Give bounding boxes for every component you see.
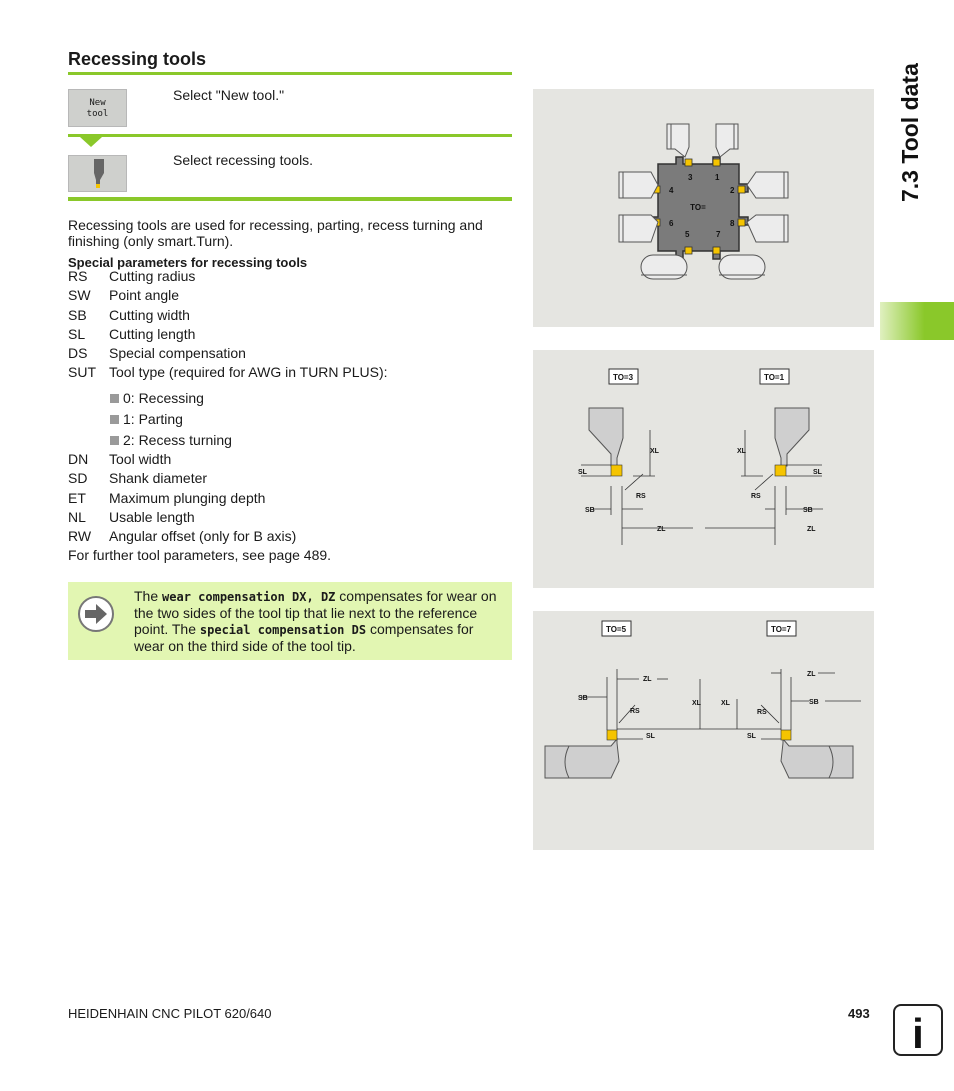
tag-to3: TO=3 xyxy=(613,373,634,382)
diagram-recessing-to3-to1: TO=3 TO=1 SL XL RS SB ZL xyxy=(533,350,874,588)
diagram-tool-orientation: TO= 3 1 4 2 6 8 5 7 xyxy=(533,89,874,327)
step-divider xyxy=(68,134,512,137)
label-rs-5: RS xyxy=(630,708,640,715)
page-number: 493 xyxy=(848,1006,870,1021)
bullet-square-icon xyxy=(110,415,119,424)
pos-6-label: 6 xyxy=(669,219,674,228)
step-chevron xyxy=(80,137,102,147)
info-icon: i xyxy=(893,1004,943,1057)
recessing-tools-softkey[interactable] xyxy=(68,155,127,192)
page-heading: Recessing tools xyxy=(68,49,207,69)
label-sl-left: SL xyxy=(578,469,588,476)
bullet-square-icon xyxy=(110,394,119,403)
label-zl-7: ZL xyxy=(807,671,816,678)
label-sl-7: SL xyxy=(747,733,757,740)
label-rs-7: RS xyxy=(757,709,767,716)
softkey-label-line2: tool xyxy=(86,109,109,119)
label-zl-right: ZL xyxy=(807,526,816,533)
label-xl-left: XL xyxy=(650,448,660,455)
pos-2-label: 2 xyxy=(730,186,735,195)
new-tool-softkey[interactable]: New tool xyxy=(68,89,127,127)
intro-paragraph: Recessing tools are used for recessing, … xyxy=(68,217,483,249)
bullet-square-icon xyxy=(110,436,119,445)
svg-text:7.3 Tool data: 7.3 Tool data xyxy=(897,63,923,202)
step-recessing-tools: Select recessing tools. xyxy=(173,152,314,168)
pos-4-label: 4 xyxy=(669,186,674,195)
pos-7-label: 7 xyxy=(716,230,721,239)
code-wear-compensation: wear compensation DX, DZ xyxy=(162,590,336,604)
svg-text:i: i xyxy=(912,1010,924,1054)
footer-manual-title: HEIDENHAIN CNC PILOT 620/640 xyxy=(68,1006,272,1021)
label-sb-7: SB xyxy=(809,699,819,706)
recessing-tool-icon xyxy=(94,159,104,188)
tag-to1: TO=1 xyxy=(764,373,785,382)
softkey-label-line1: New xyxy=(89,98,106,108)
params-heading: Special parameters for recessing tools xyxy=(68,255,308,270)
label-rs-right: RS xyxy=(751,493,761,500)
chapter-tab xyxy=(880,302,954,340)
label-xl-7: XL xyxy=(721,700,731,707)
label-xl-right: XL xyxy=(737,448,747,455)
tag-to7: TO=7 xyxy=(771,625,792,634)
sut-option-1: 1: Parting xyxy=(110,411,183,427)
label-sl-5: SL xyxy=(646,733,656,740)
label-sb-5: SB xyxy=(578,695,588,702)
arrow-right-icon xyxy=(78,596,114,632)
code-special-compensation: special compensation DS xyxy=(199,623,367,637)
diagram1-center-label: TO= xyxy=(690,203,706,212)
chapter-side-title: 7.3 Tool data xyxy=(888,50,928,210)
note-text: The wear compensation DX, DZ compensates… xyxy=(134,588,497,654)
pos-8-label: 8 xyxy=(730,219,735,228)
heading-rule xyxy=(68,72,512,75)
label-sb-right: SB xyxy=(803,507,813,514)
pos-3-label: 3 xyxy=(688,173,693,182)
note-box xyxy=(68,582,512,660)
step-new-tool: Select "New tool." xyxy=(173,87,285,103)
further-params: For further tool parameters, see page 48… xyxy=(68,547,332,563)
tag-to5: TO=5 xyxy=(606,625,627,634)
label-sb-left: SB xyxy=(585,507,595,514)
pos-5-label: 5 xyxy=(685,230,690,239)
label-zl-5: ZL xyxy=(643,676,652,683)
label-rs-left: RS xyxy=(636,493,646,500)
label-zl-left: ZL xyxy=(657,526,666,533)
diagram-recessing-to5-to7: TO=5 TO=7 ZL SB XL RS SL xyxy=(533,611,874,850)
sut-option-2: 2: Recess turning xyxy=(110,432,232,448)
label-sl-right: SL xyxy=(813,469,823,476)
label-xl-5: XL xyxy=(692,700,702,707)
step-divider-bottom xyxy=(68,197,512,201)
pos-1-label: 1 xyxy=(715,173,720,182)
sut-option-0: 0: Recessing xyxy=(110,390,204,406)
